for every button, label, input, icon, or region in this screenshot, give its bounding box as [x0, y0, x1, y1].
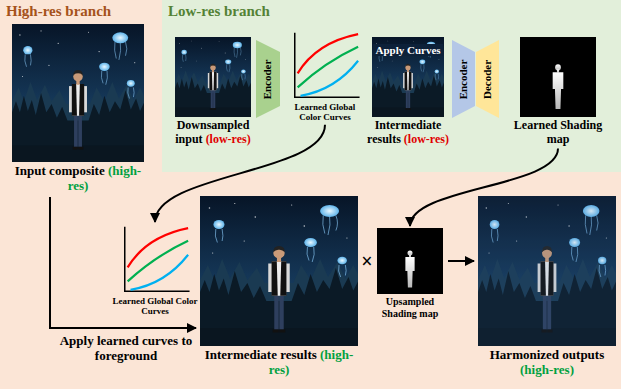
image-block: Learned Shading map [506, 37, 610, 147]
caption-holder: Learned Global Color Curves [284, 30, 366, 123]
block-label: Encoder [458, 59, 469, 99]
caption-holder: Upsampled Shading map [374, 228, 446, 319]
operator-symbol: × [359, 251, 375, 271]
image-block: Input composite(high-res) [8, 24, 148, 194]
decoder-block: Decoder [476, 40, 499, 118]
caption-holder: Harmonized outputs(high-res) [476, 196, 618, 378]
edge-label: Apply learned curves to foreground [55, 334, 197, 364]
image-block: Downsampled input(low-res) [163, 37, 263, 147]
caption-text: Input composite [15, 163, 105, 178]
caption-text: Learned Global Color Curves [113, 296, 198, 316]
caption-text: (low-res) [203, 132, 251, 146]
trapezoid-shape [476, 40, 499, 118]
branch-panel: Low-res branchDownsampled input(low-res)… [162, 0, 621, 172]
curves-block: Learned Global Color Curves [284, 30, 366, 123]
caption-holder: Learned Shading map [506, 37, 610, 147]
caption-holder: Intermediate results(high-res) [198, 196, 360, 378]
caption-holder: Learned Global Color Curves [112, 224, 198, 317]
label-holder: × [359, 251, 375, 271]
caption-holder: Input composite(high-res) [8, 24, 148, 194]
overlay-text: Apply Curves [373, 44, 442, 56]
caption-text: Learned Shading map [514, 118, 602, 146]
encoder-block: Encoder [256, 40, 280, 118]
block-label: Encoder [263, 59, 274, 99]
caption-holder: Downsampled input(low-res) [163, 37, 263, 147]
edge-label-holder: Apply learned curves to foreground [55, 334, 197, 364]
trapezoid-shape [256, 40, 280, 118]
block-label: Decoder [482, 59, 493, 98]
encoder-block: Encoder [452, 40, 475, 118]
caption-text: Harmonized outputs [490, 347, 604, 362]
caption-text: Upsampled Shading map [382, 296, 438, 319]
caption-text: Intermediate results [205, 347, 317, 362]
panel-title: High-res branch [0, 0, 117, 23]
caption-text: Learned Global Color Curves [295, 102, 356, 122]
image-block: Intermediate results(high-res) [198, 196, 360, 378]
caption-text: (high-res) [520, 362, 574, 377]
image-block: Apply CurvesIntermediate results(low-res… [366, 37, 450, 147]
overlay-holder: Apply Curves [366, 40, 450, 58]
panel-title: Low-res branch [162, 0, 276, 23]
curves-block: Learned Global Color Curves [112, 224, 198, 317]
image-block: Upsampled Shading map [374, 228, 446, 319]
trapezoid-shape [452, 40, 475, 118]
caption-text: (low-res) [401, 132, 449, 146]
image-block: Harmonized outputs(high-res) [476, 196, 618, 378]
